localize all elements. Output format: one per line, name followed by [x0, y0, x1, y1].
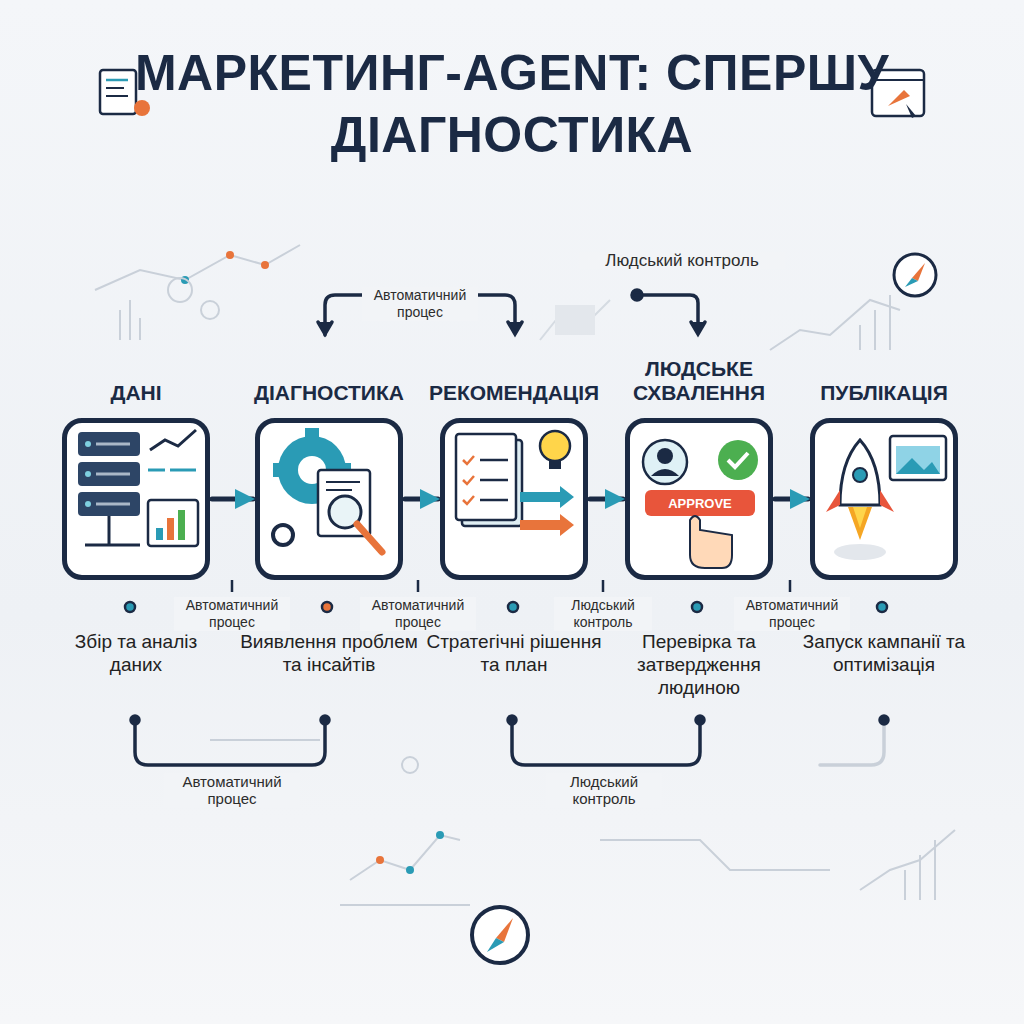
button-text: APPROVE [645, 495, 755, 512]
flow-arrow [212, 497, 253, 502]
flow-note: Автоматичний процес [164, 773, 300, 807]
flow-brackets [131, 290, 888, 765]
step-heading: ДІАГНОСТИКА [237, 381, 421, 405]
step-description: Виявлення проблем та інсайтів [240, 630, 418, 676]
step-heading: ДАНІ [44, 381, 228, 405]
publish-icon [826, 436, 946, 560]
process-box: ДІАГНОСТИКАВиявлення проблем та інсайтів [255, 418, 403, 580]
flow-note: Автоматичний процес [362, 287, 478, 321]
flow-note: Автоматичний процес [174, 597, 290, 631]
flow-note: Людський контроль [546, 773, 662, 807]
recommendation-icon [456, 431, 574, 536]
process-box: РЕКОМЕНДАЦІЯСтратегічні рішення та план [440, 418, 588, 580]
flow-note: Автоматичний процес [734, 597, 850, 631]
diagnostics-icon [273, 428, 382, 552]
flow-note: Автоматичний процес [360, 597, 476, 631]
flow-arrow [590, 497, 623, 502]
flow-note: Людський контроль [554, 597, 652, 631]
step-description: Запуск кампанії та оптимізація [795, 630, 973, 676]
process-box: ДАНІЗбір та аналіз даних [62, 418, 210, 580]
step-description: Перевірка та затвердження людиною [610, 630, 788, 699]
flow-arrow [405, 497, 438, 502]
flow-arrow [775, 497, 808, 502]
flow-note: Людський контроль [579, 252, 785, 269]
step-description: Стратегічні рішення та план [425, 630, 603, 676]
box-grounds [64, 420, 956, 578]
step-heading: ПУБЛІКАЦІЯ [792, 381, 976, 405]
data-icon [78, 430, 198, 546]
step-heading: РЕКОМЕНДАЦІЯ [422, 381, 606, 405]
process-box: ПУБЛІКАЦІЯЗапуск кампанії та оптимізація [810, 418, 958, 580]
background-charts [95, 245, 955, 905]
title: МАРКЕТИНГ-AGENT: СПЕРШУ ДІАГНОСТИКА [112, 42, 912, 166]
step-heading: ЛЮДСЬКЕ СХВАЛЕННЯ [607, 357, 791, 405]
approval-icon [643, 440, 758, 568]
compass [472, 254, 936, 963]
step-description: Збір та аналіз даних [47, 630, 225, 676]
